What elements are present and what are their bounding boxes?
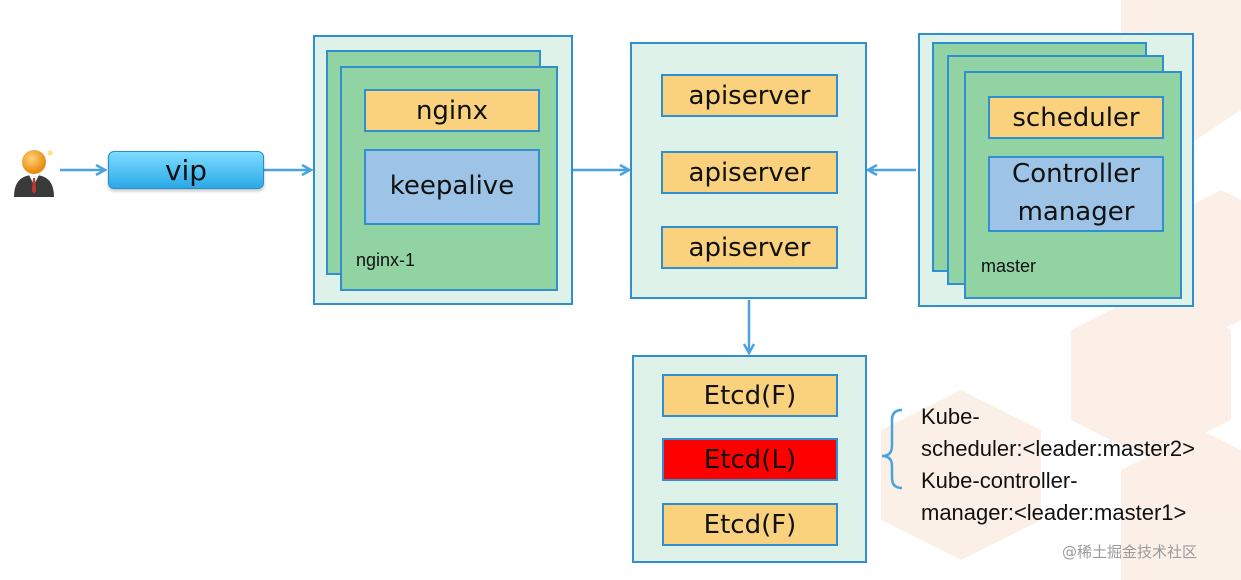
etcd-leader-box: Etcd(L): [662, 438, 838, 481]
scheduler-box: scheduler: [988, 96, 1164, 139]
nginx-box: nginx: [364, 89, 540, 132]
controller-label-line1: Controller: [1012, 159, 1140, 190]
note-line-1: Kube-: [921, 404, 980, 429]
notes-brace: [881, 408, 903, 490]
scheduler-label: scheduler: [1012, 102, 1140, 133]
leader-notes: Kube- scheduler:<leader:master2> Kube-co…: [921, 401, 1231, 529]
apiserver-box-2: apiserver: [661, 151, 838, 194]
note-line-3: Kube-controller-: [921, 468, 1078, 493]
apiserver-label-3: apiserver: [688, 232, 811, 263]
etcd-follower-box-1: Etcd(F): [662, 374, 838, 417]
apiserver-box-3: apiserver: [661, 226, 838, 269]
etcd-label-3: Etcd(F): [703, 509, 797, 540]
master-group-label: master: [981, 256, 1037, 276]
etcd-follower-box-2: Etcd(F): [662, 503, 838, 546]
watermark: @稀土掘金技术社区: [1062, 543, 1198, 561]
vip-node: vip: [108, 151, 264, 189]
note-line-2: scheduler:<leader:master2>: [921, 436, 1195, 461]
controller-manager-box: Controller manager: [988, 156, 1164, 232]
nginx-label: nginx: [415, 95, 489, 126]
vip-label: vip: [164, 153, 208, 187]
keepalive-box: keepalive: [364, 149, 540, 225]
etcd-label-2: Etcd(L): [703, 444, 797, 475]
apiserver-label-2: apiserver: [688, 157, 811, 188]
keepalive-label: keepalive: [389, 171, 515, 202]
note-line-4: manager:<leader:master1>: [921, 500, 1187, 525]
apiserver-box-1: apiserver: [661, 74, 838, 117]
user-avatar-icon: [10, 145, 58, 197]
etcd-label-1: Etcd(F): [703, 380, 797, 411]
controller-label-line2: manager: [1017, 197, 1135, 227]
apiserver-label-1: apiserver: [688, 80, 811, 111]
nginx-group-label: nginx-1: [356, 250, 416, 270]
